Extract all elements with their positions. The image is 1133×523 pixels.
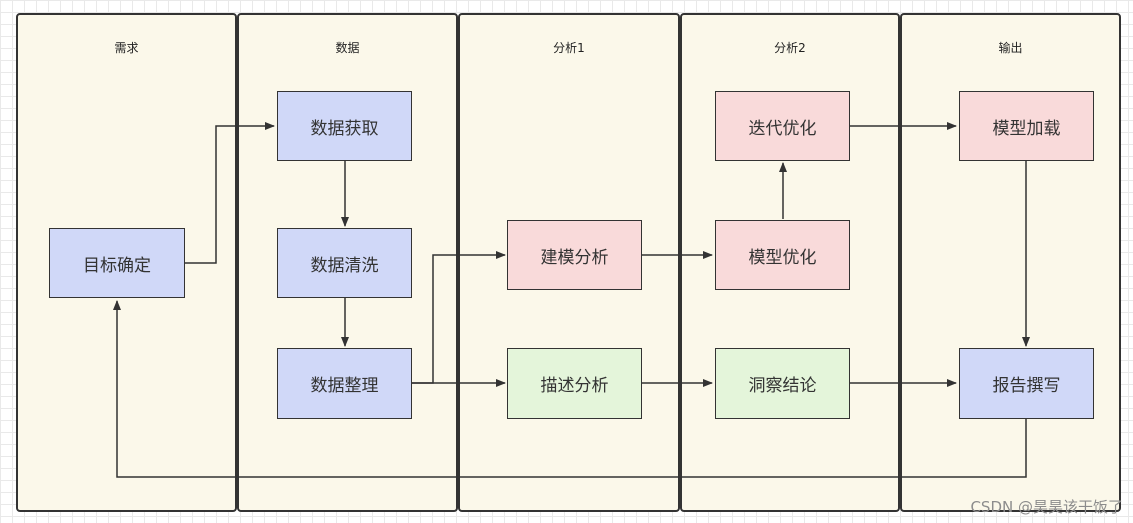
lane-title: 数据 (335, 41, 360, 55)
node-model-loading[interactable]: 模型加载 (959, 91, 1094, 161)
node-model-optimization[interactable]: 模型优化 (715, 220, 850, 290)
node-insight-conclusion[interactable]: 洞察结论 (715, 348, 850, 419)
watermark-text: CSDN @昊昊该干饭了 (970, 498, 1123, 516)
node-descriptive-analysis[interactable]: 描述分析 (507, 348, 642, 419)
node-target-definition[interactable]: 目标确定 (49, 228, 185, 298)
lane-title: 输出 (998, 41, 1023, 55)
node-data-organizing[interactable]: 数据整理 (277, 348, 412, 419)
lane-title: 分析1 (553, 41, 585, 55)
node-data-cleaning[interactable]: 数据清洗 (277, 228, 412, 298)
node-modeling-analysis[interactable]: 建模分析 (507, 220, 642, 290)
node-iterative-optimization[interactable]: 迭代优化 (715, 91, 850, 161)
node-data-acquisition[interactable]: 数据获取 (277, 91, 412, 161)
lane-title: 分析2 (774, 41, 806, 55)
lane-title: 需求 (114, 41, 139, 55)
lane-output: 输出 (900, 13, 1121, 512)
node-report-writing[interactable]: 报告撰写 (959, 348, 1094, 419)
